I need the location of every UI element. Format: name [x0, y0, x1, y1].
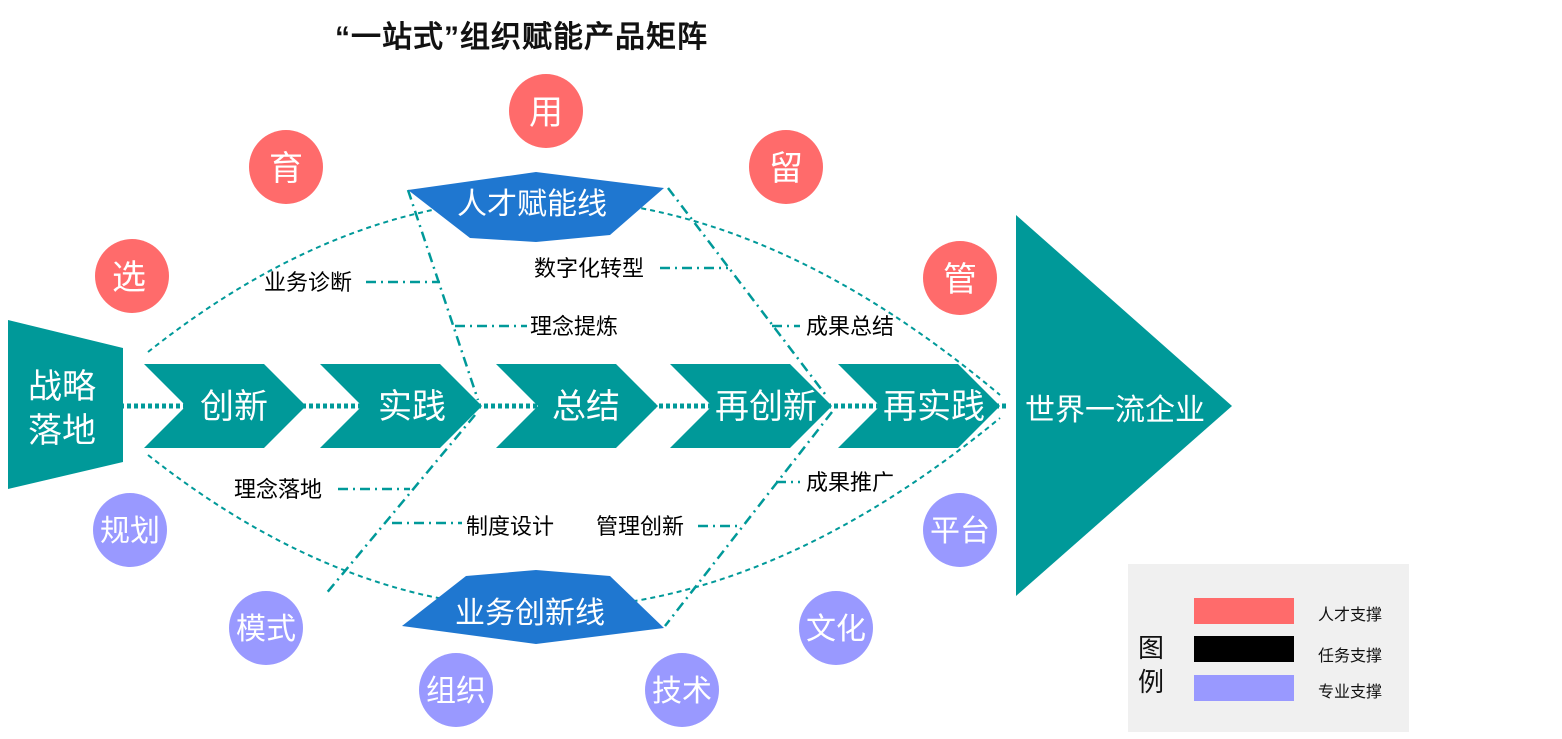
upper-bone-right — [667, 187, 829, 399]
activity-digital-transformation: 数字化转型 — [534, 257, 644, 282]
page-title: “一站式”组织赋能产品矩阵 — [335, 21, 708, 54]
step-label-5: 再实践 — [883, 387, 985, 427]
start-block-line2: 落地 — [28, 411, 96, 451]
upper-boundary-curve — [147, 197, 1001, 396]
talent-line-label: 人才赋能线 — [457, 187, 607, 222]
pro-circle-planning — [93, 493, 167, 567]
step-label-3: 总结 — [552, 387, 620, 427]
activity-idea-refinement: 理念提炼 — [530, 315, 618, 340]
activity-idea-landing: 理念落地 — [234, 478, 322, 503]
legend-label-task: 任务支撑 — [1318, 646, 1383, 665]
legend-title: 图例 — [1138, 634, 1165, 698]
legend-swatch-task — [1194, 636, 1294, 662]
pro-label-culture: 文化 — [806, 612, 866, 647]
legend-label-talent: 人才支撑 — [1318, 605, 1383, 624]
chevron-step-5 — [838, 364, 1000, 448]
talent-circle-manage — [923, 241, 997, 315]
step-label-2: 实践 — [378, 387, 446, 427]
activity-system-design: 制度设计 — [466, 515, 554, 540]
business-line-label: 业务创新线 — [455, 596, 605, 631]
activity-results-promotion: 成果推广 — [806, 471, 894, 496]
pro-label-planning: 规划 — [100, 514, 160, 549]
business-line-banner — [402, 570, 664, 644]
upper-bone-left — [406, 189, 480, 401]
pro-label-platform: 平台 — [930, 514, 990, 549]
pro-circle-technology — [645, 653, 719, 727]
talent-label-select: 选 — [112, 258, 146, 298]
legend-box: 图例 人才支撑 任务支撑 专业支撑 — [1128, 564, 1409, 732]
chevron-step-2 — [320, 364, 482, 448]
chevron-step-4 — [670, 364, 832, 448]
pro-circle-platform — [923, 493, 997, 567]
talent-label-retain: 留 — [769, 149, 803, 189]
talent-line-banner — [408, 172, 664, 242]
lower-bone-right — [664, 411, 833, 627]
talent-circle-retain — [749, 130, 823, 204]
lower-boundary-curve — [147, 417, 1001, 610]
talent-label-cultivate: 育 — [269, 149, 303, 189]
pro-label-model: 模式 — [236, 612, 296, 647]
step-label-1: 创新 — [200, 387, 268, 427]
legend-swatch-talent — [1194, 598, 1294, 624]
activity-business-diagnosis: 业务诊断 — [264, 271, 352, 296]
talent-label-manage: 管 — [943, 260, 977, 300]
pro-label-technology: 技术 — [652, 674, 712, 709]
chevron-step-3 — [496, 364, 658, 448]
activity-mgmt-innovation: 管理创新 — [596, 515, 684, 540]
pro-circle-culture — [799, 591, 873, 665]
start-block-line1: 战略 — [28, 367, 96, 407]
lower-bone-left — [324, 414, 476, 596]
step-label-4: 再创新 — [715, 387, 817, 427]
talent-circle-cultivate — [249, 130, 323, 204]
chevron-step-1 — [144, 364, 306, 448]
talent-circle-use — [509, 74, 583, 148]
end-block-label: 世界一流企业 — [1025, 393, 1205, 428]
start-block — [8, 320, 123, 489]
legend-label-professional: 专业支撑 — [1318, 682, 1383, 701]
talent-label-use: 用 — [529, 93, 563, 133]
activity-results-summary: 成果总结 — [806, 315, 894, 340]
pro-circle-model — [229, 591, 303, 665]
pro-circle-organization — [419, 653, 493, 727]
talent-circle-select — [95, 239, 169, 313]
pro-label-organization: 组织 — [426, 674, 486, 709]
end-triangle — [1016, 215, 1232, 596]
legend-swatch-professional — [1194, 675, 1294, 701]
